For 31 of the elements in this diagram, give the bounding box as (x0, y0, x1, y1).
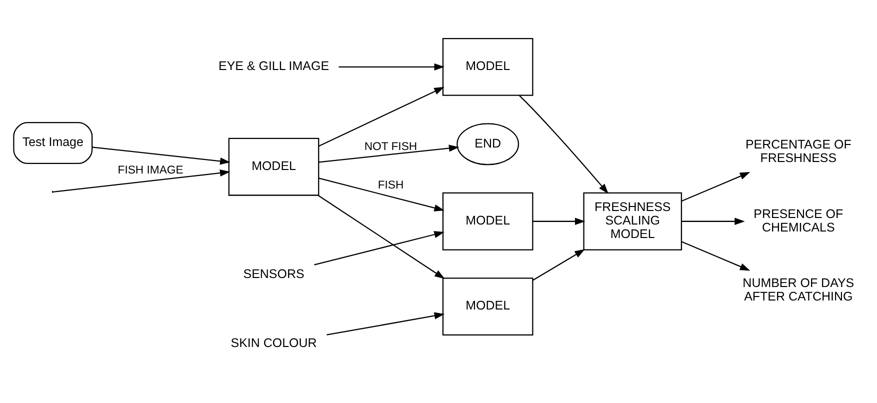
node-box: MODEL (228, 138, 319, 196)
node-box: MODEL (442, 278, 533, 336)
arrow (681, 218, 744, 225)
arrow (314, 231, 444, 266)
node-text: EYE & GILL IMAGE (218, 59, 329, 74)
node-text: PRESENCE OF CHEMICALS (753, 206, 843, 234)
node-ellipse: END (456, 123, 519, 166)
arrow (54, 169, 230, 192)
arrow (532, 249, 584, 281)
arrow (338, 63, 444, 71)
edge-label: FISH (377, 179, 404, 192)
node-box: FRESHNESS SCALING MODEL (582, 192, 682, 250)
node-box: MODEL (442, 38, 533, 96)
node-box: Test Image (12, 122, 92, 164)
arrow (680, 172, 750, 202)
arrow (532, 218, 585, 225)
edge-label: NOT FISH (364, 140, 417, 153)
arrow (318, 86, 444, 147)
arrow (92, 146, 230, 165)
arrow (318, 178, 444, 212)
arrow (318, 144, 459, 163)
arrow (518, 95, 608, 194)
arrow (326, 312, 444, 336)
node-text: PERCENTAGE OF FRESHNESS (744, 137, 851, 166)
node-text: NUMBER OF DAYS AFTER CATCHING (742, 276, 854, 304)
node-text: SKIN COLOUR (230, 336, 316, 350)
node-text: SENSORS (242, 266, 304, 281)
edge-label: FISH IMAGE (117, 164, 183, 177)
arrow (317, 195, 444, 279)
arrow (680, 241, 750, 271)
node-box: MODEL (442, 192, 533, 250)
